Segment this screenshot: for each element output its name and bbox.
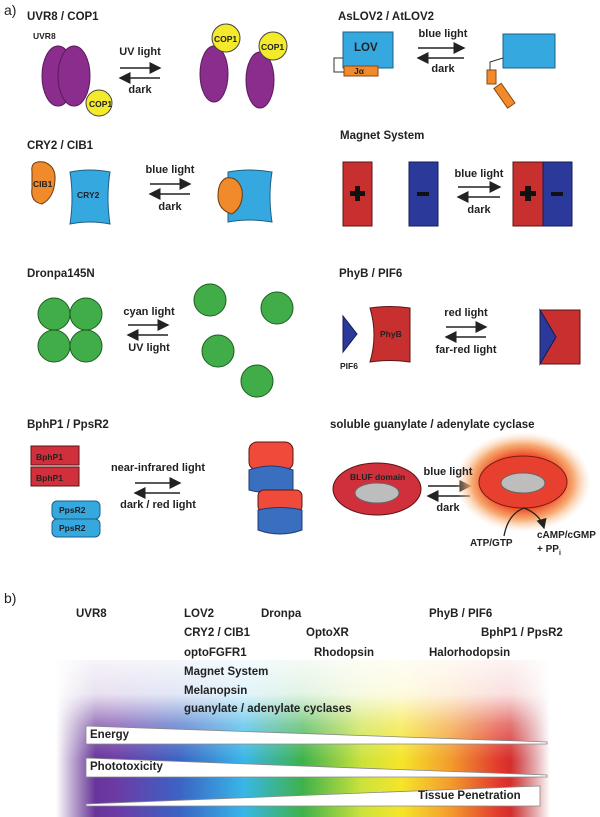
spectrum-label-melanopsin: Melanopsin	[184, 685, 248, 697]
uvr8-forward-label: UV light	[119, 46, 161, 58]
phototoxicity-label: Phototoxicity	[90, 761, 163, 773]
energy-label: Energy	[90, 729, 129, 741]
aslov-title: AsLOV2 / AtLOV2	[338, 11, 435, 23]
phyb-label: PhyB	[380, 329, 402, 339]
uvr8-cop1-diagram	[41, 23, 288, 117]
dronpa-title: Dronpa145N	[27, 268, 95, 280]
aslov2-diagram	[333, 31, 556, 109]
cop1-label-b: COP1	[261, 42, 285, 52]
cyclase-title: soluble guanylate / adenylate cyclase	[330, 419, 535, 431]
magnet-forward-label: blue light	[454, 168, 504, 180]
cry2-forward-label: blue light	[145, 164, 195, 176]
phyb-reverse-label: far-red light	[435, 344, 497, 356]
product-label-line1: cAMP/cGMP	[537, 530, 596, 541]
cib1-label: CIB1	[33, 179, 53, 189]
cop1-partner-label: COP1	[89, 99, 113, 109]
spectrum-label-uvr8: UVR8	[76, 608, 107, 620]
bluf-domain-label: BLUF domain	[350, 472, 406, 482]
spectrum-label-optofgfr1: optoFGFR1	[184, 647, 247, 659]
uvr8-reverse-label: dark	[128, 84, 152, 96]
spectrum-label-cyclases: guanylate / adenylate cyclases	[184, 703, 352, 715]
dronpa-reverse-label: UV light	[128, 342, 170, 354]
magnet-reverse-label: dark	[467, 204, 491, 216]
cry2-label: CRY2	[77, 190, 100, 200]
uvr8-title: UVR8 / COP1	[27, 11, 99, 23]
uvr8-protein-label: UVR8	[33, 31, 56, 41]
tissue-penetration-label: Tissue Penetration	[418, 790, 521, 802]
energy-bar	[85, 725, 548, 745]
bphp1-title: BphP1 / PpsR2	[27, 419, 109, 431]
tissue-penetration-bar	[85, 785, 541, 807]
dronpa-forward-label: cyan light	[123, 306, 175, 318]
pif6-label: PIF6	[340, 361, 358, 371]
aslov-forward-label: blue light	[418, 28, 468, 40]
cyclase-forward-label: blue light	[423, 466, 473, 478]
spectrum-panel	[56, 640, 550, 817]
cry2-cib1-diagram	[31, 161, 273, 225]
product-label-main: + PP	[537, 544, 559, 555]
ppsr2-label-b: PpsR2	[59, 523, 86, 533]
bphp1-forward-label: near-infrared light	[110, 462, 206, 474]
spectrum-label-rhodopsin: Rhodopsin	[314, 647, 375, 659]
spectrum-label-bphp1: BphP1 / PpsR2	[481, 627, 563, 639]
phyb-forward-label: red light	[444, 307, 488, 319]
product-label-line2: + PPi	[537, 544, 561, 557]
phyb-title: PhyB / PIF6	[339, 268, 403, 280]
cop1-label-a: COP1	[214, 34, 238, 44]
ppsr2-label-a: PpsR2	[59, 505, 86, 515]
spectrum-label-cry2: CRY2 / CIB1	[184, 627, 251, 639]
phyb-pif6-diagram	[342, 306, 581, 366]
cyclase-reverse-label: dark	[436, 502, 460, 514]
spectrum-label-halorhodopsin: Halorhodopsin	[429, 647, 511, 659]
aslov-reverse-label: dark	[431, 63, 455, 75]
spectrum-label-phyb: PhyB / PIF6	[429, 608, 493, 620]
cyclase-diagram	[332, 432, 591, 537]
bphp1-reverse-label: dark / red light	[120, 499, 196, 511]
spectrum-label-lov2: LOV2	[184, 608, 215, 620]
panel-a-letter: a)	[4, 2, 17, 18]
magnet-system-diagram	[342, 161, 573, 227]
phototoxicity-bar	[85, 757, 548, 778]
cry2-title: CRY2 / CIB1	[27, 140, 94, 152]
lov-domain-label: LOV	[354, 42, 378, 54]
panel-b-letter: b)	[4, 590, 17, 606]
bphp1-ppsr2-diagram	[30, 441, 303, 538]
cry2-reverse-label: dark	[158, 201, 182, 213]
spectrum-label-magnet: Magnet System	[184, 666, 269, 678]
bphp1-label-b: BphP1	[36, 473, 63, 483]
product-label-sub: i	[558, 550, 561, 557]
magnet-title: Magnet System	[340, 130, 425, 142]
substrate-label: ATP/GTP	[470, 538, 513, 549]
dronpa-diagram	[37, 283, 294, 398]
jalpha-label: Jα	[354, 66, 364, 76]
spectrum-label-optoxr: OptoXR	[306, 627, 349, 639]
spectrum-label-dronpa: Dronpa	[261, 608, 302, 620]
bphp1-label-a: BphP1	[36, 452, 63, 462]
